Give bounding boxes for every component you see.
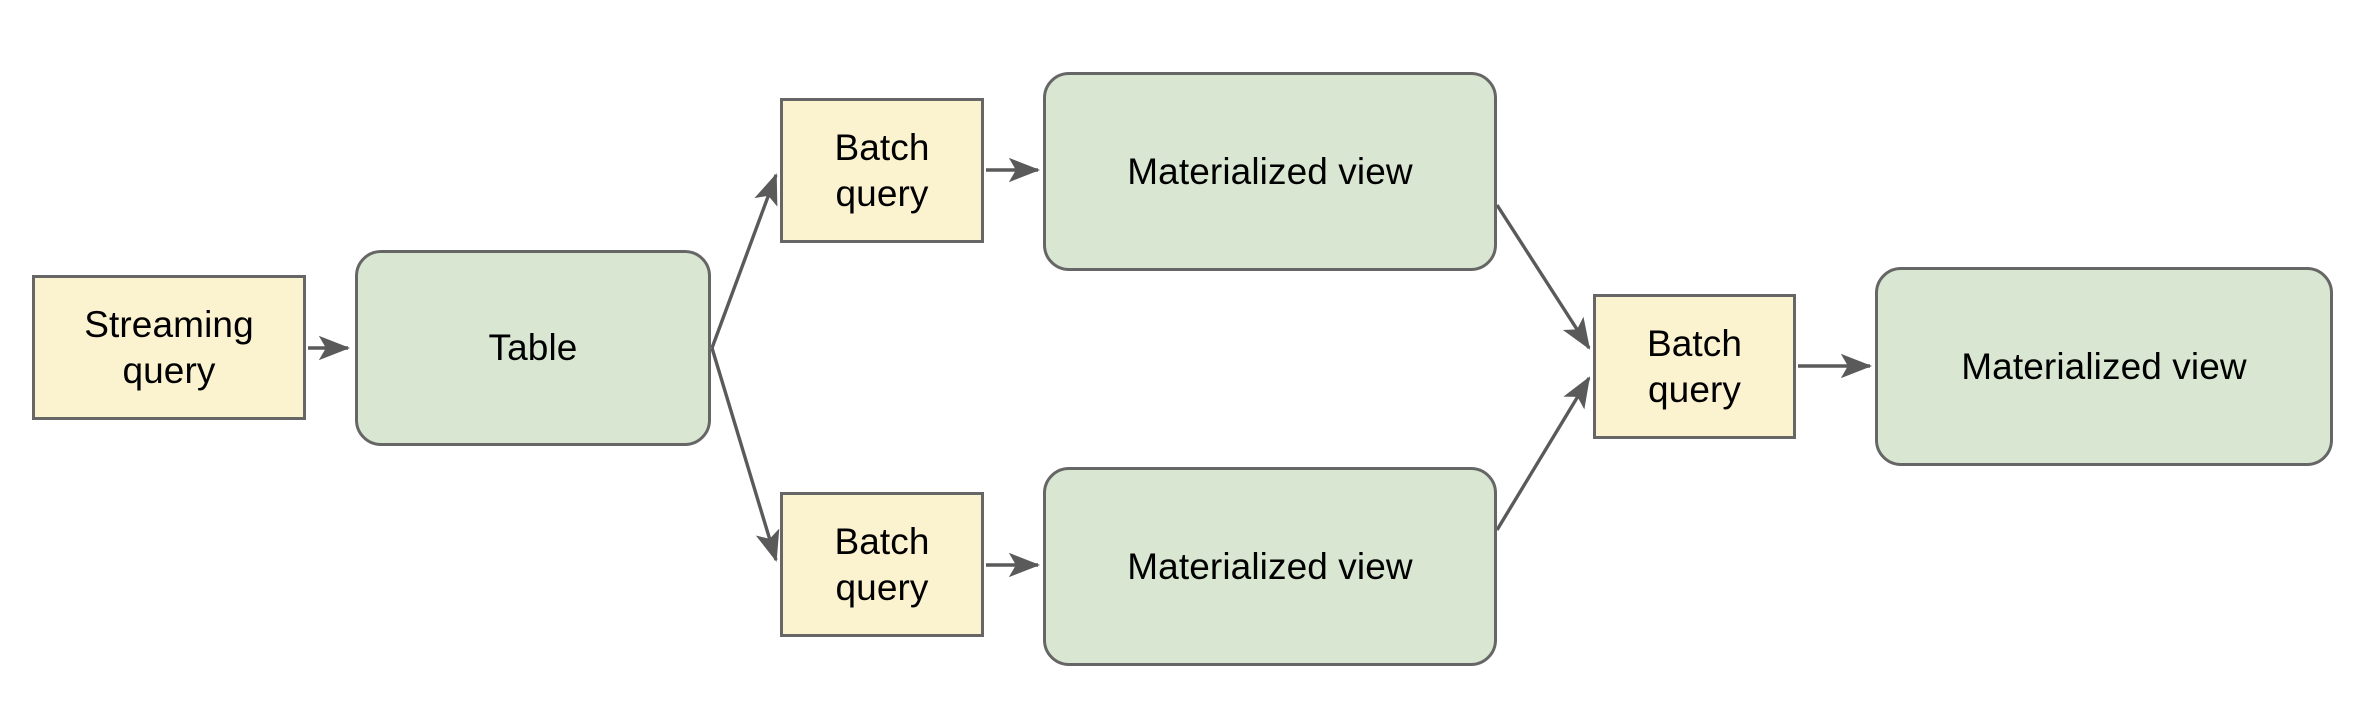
node-label: Batch query xyxy=(1646,323,1743,410)
node-label: Table xyxy=(488,327,578,369)
node-materialized-view-right[interactable]: Materialized view xyxy=(1875,267,2333,466)
node-label: Streaming query xyxy=(84,304,254,391)
node-label: Materialized view xyxy=(1127,545,1413,587)
node-batch-query-right[interactable]: Batch query xyxy=(1593,294,1796,439)
edge-table-to-batch-query-top xyxy=(710,173,778,349)
node-label: Materialized view xyxy=(1961,345,2247,387)
node-materialized-view-top[interactable]: Materialized view xyxy=(1043,72,1497,271)
node-label: Materialized view xyxy=(1127,150,1413,192)
edge-materialized-view-top-to-batch-query-right xyxy=(1495,204,1591,350)
node-label: Batch query xyxy=(834,127,930,214)
edge-materialized-view-bottom-to-batch-query-right xyxy=(1495,376,1591,531)
node-materialized-view-bottom[interactable]: Materialized view xyxy=(1043,467,1497,666)
node-streaming-query[interactable]: Streaming query xyxy=(32,275,306,420)
node-label: Batch query xyxy=(834,521,930,608)
node-batch-query-top[interactable]: Batch query xyxy=(780,98,984,243)
edge-table-to-batch-query-bottom xyxy=(710,347,780,562)
node-batch-query-bottom[interactable]: Batch query xyxy=(780,492,984,637)
node-table[interactable]: Table xyxy=(355,250,711,446)
